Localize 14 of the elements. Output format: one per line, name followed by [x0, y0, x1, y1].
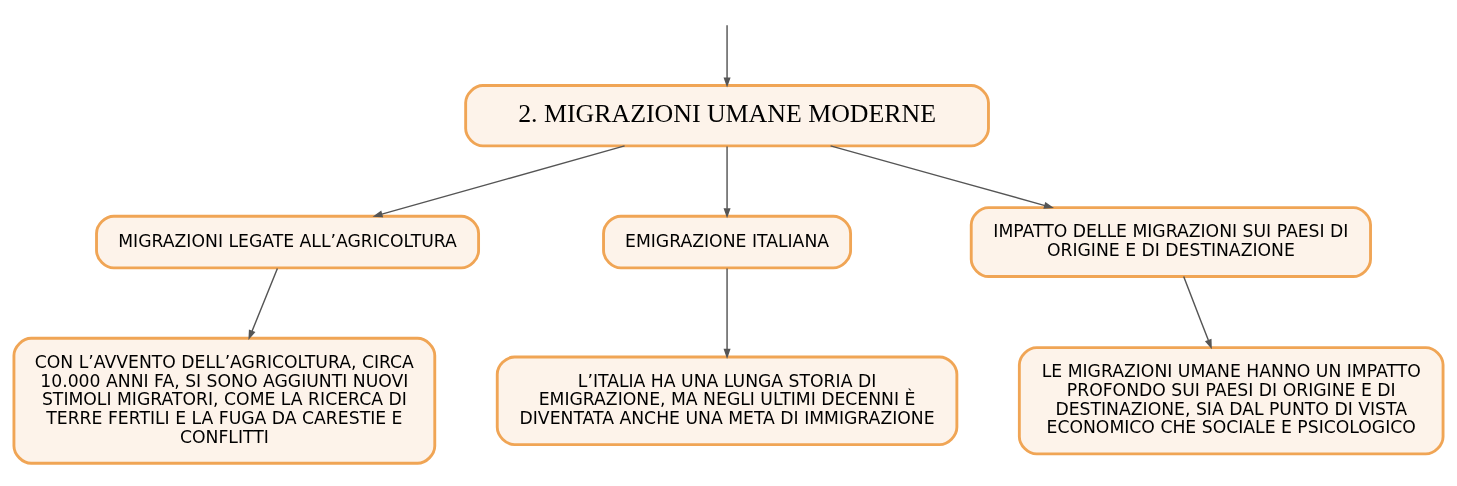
node-box: 2. MIGRAZIONI UMANE MODERNE: [464, 83, 990, 147]
arrow: [248, 267, 279, 340]
arrow: [1182, 275, 1212, 349]
node-box: IMPATTO DELLE MIGRAZIONI SUI PAESI DI ORIGINE E DI DESTINAZIONE: [969, 205, 1372, 278]
node-box: EMIGRAZIONE ITALIANA: [602, 214, 853, 269]
node-box: CON L’AVVENTO DELL’AGRICOLTURA, CIRCA 10.000 ANNI FA, SI SONO AGGIUNTI NUOVI STIMOLI MIGRATORI, COME LA RICERCA DI TERRE FERTILI E LA FUGA DA CARESTIE E CONFLITTI: [12, 336, 437, 465]
arrow: [829, 144, 1054, 209]
arrow: [723, 24, 731, 88]
arrow: [723, 267, 731, 359]
node-box: L’ITALIA HA UNA LUNGA STORIA DI EMIGRAZIONE, MA NEGLI ULTIMI DECENNI È DIVENTATA ANCHE UNA META DI IMMIGRAZIONE: [495, 355, 959, 446]
node-box: MIGRAZIONI LEGATE ALL’AGRICOLTURA: [95, 214, 480, 269]
node-box: LE MIGRAZIONI UMANE HANNO UN IMPATTO PROFONDO SUI PAESI DI ORIGINE E DI DESTINAZIONE, SIA DAL PUNTO DI VISTA ECONOMICO CHE SOCIALE E PSICOLOGICO: [1017, 345, 1445, 455]
arrow: [372, 144, 626, 217]
arrow: [723, 145, 731, 218]
